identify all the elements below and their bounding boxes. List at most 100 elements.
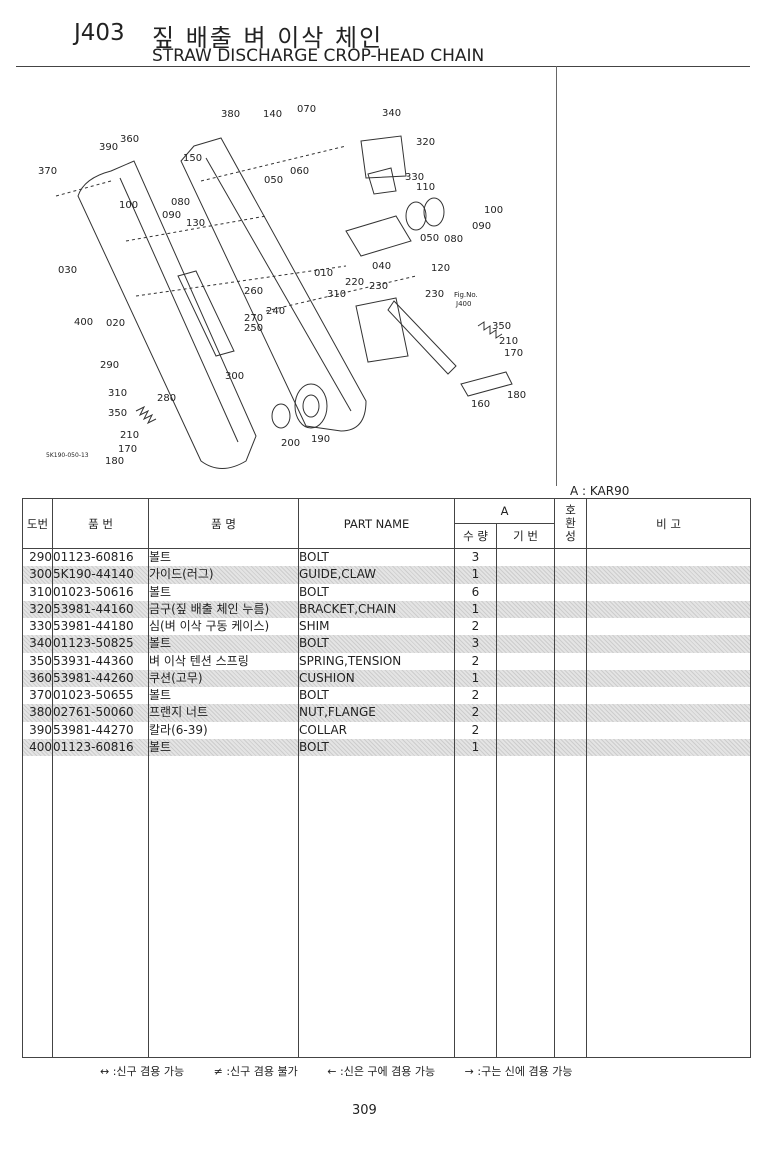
row-name-ko: 프랜지 너트 — [148, 704, 299, 722]
callout-label: 050 — [264, 175, 283, 186]
table-row: 310 01023-50616 볼트 BOLT 6 — [22, 583, 751, 601]
row-no: 330 — [22, 618, 53, 636]
callout-label: 170 — [118, 444, 137, 455]
title-korean: 짚 배출 벼 이삭 체인 — [152, 24, 384, 52]
row-part-no: 53981-44260 — [52, 669, 149, 687]
table-row: 320 53981-44160 금구(짚 배출 체인 누름) BRACKET,C… — [22, 600, 751, 618]
callout-label: 340 — [382, 108, 401, 119]
callout-label: 130 — [186, 218, 205, 229]
header-group-a: A — [454, 498, 555, 524]
callout-label: 290 — [100, 360, 119, 371]
callout-label: 210 — [120, 430, 139, 441]
row-qty: 6 — [454, 583, 497, 601]
row-qty: 2 — [454, 652, 497, 670]
row-part-no: 53981-44160 — [52, 600, 149, 618]
callout-label: 220 — [345, 277, 364, 288]
row-qty: 1 — [454, 738, 497, 756]
callout-label: 270 — [244, 313, 263, 324]
row-no: 400 — [22, 738, 53, 756]
legend-item: ≠ :신구 겸용 불가 — [213, 1065, 298, 1078]
callout-label: 080 — [171, 197, 190, 208]
row-part-no: 01123-60816 — [52, 738, 149, 756]
callout-label: 400 — [74, 317, 93, 328]
row-no: 320 — [22, 600, 53, 618]
callout-label: 180 — [105, 456, 124, 467]
row-qty: 2 — [454, 618, 497, 636]
row-name-en: NUT,FLANGE — [298, 704, 455, 722]
header-remark: 비 고 — [586, 498, 751, 549]
header-rule — [16, 66, 750, 67]
callout-label: 370 — [38, 166, 57, 177]
diagram-divider — [556, 66, 557, 486]
row-qty: 3 — [454, 548, 497, 567]
table-row: 360 53981-44260 쿠션(고무) CUSHION 1 — [22, 669, 751, 687]
row-name-ko: 심(벼 이삭 구동 케이스) — [148, 618, 299, 636]
callout-label: 180 — [507, 390, 526, 401]
row-qty: 2 — [454, 687, 497, 705]
column-a-legend: A : KAR90 — [570, 484, 630, 498]
header-qty: 수 량 — [454, 523, 497, 549]
callout-label: 060 — [290, 166, 309, 177]
table-row: 390 53981-44270 칼라(6-39) COLLAR 2 — [22, 721, 751, 739]
table-row: 330 53981-44180 심(벼 이삭 구동 케이스) SHIM 2 — [22, 618, 751, 636]
callout-label: 390 — [99, 142, 118, 153]
row-name-en: COLLAR — [298, 721, 455, 739]
row-name-ko: 볼트 — [148, 635, 299, 653]
table-row: 370 01023-50655 볼트 BOLT 2 — [22, 687, 751, 705]
diagram-callouts: 380 140 070 340 390 360 150 320 370 050 … — [38, 104, 526, 467]
row-name-en: BOLT — [298, 635, 455, 653]
row-part-no: 01023-50616 — [52, 583, 149, 601]
diagram-code: 5K190-050-13 — [46, 452, 89, 459]
row-part-no: 02761-50060 — [52, 704, 149, 722]
table-row: 300 5K190-44140 가이드(러그) GUIDE,CLAW 1 — [22, 566, 751, 584]
title-english: STRAW DISCHARGE CROP-HEAD CHAIN — [152, 46, 485, 66]
callout-label: Fig.No. — [454, 291, 478, 299]
table-row: 290 01123-60816 볼트 BOLT 3 — [22, 548, 751, 567]
row-no: 300 — [22, 566, 53, 584]
callout-label: 300 — [225, 371, 244, 382]
row-part-no: 5K190-44140 — [52, 566, 149, 584]
header-no: 도번 — [22, 498, 53, 549]
row-name-ko: 쿠션(고무) — [148, 669, 299, 687]
row-part-no: 01123-60816 — [52, 548, 149, 567]
callout-label: 280 — [157, 393, 176, 404]
row-name-ko: 금구(짚 배출 체인 누름) — [148, 600, 299, 618]
row-no: 370 — [22, 687, 53, 705]
callout-label: 070 — [297, 104, 316, 115]
callout-label: 100 — [484, 205, 503, 216]
callout-label: 170 — [504, 348, 523, 359]
callout-label: 160 — [471, 399, 490, 410]
callout-label: 310 — [327, 289, 346, 300]
callout-label: 030 — [58, 265, 77, 276]
row-no: 350 — [22, 652, 53, 670]
row-name-en: BOLT — [298, 548, 455, 567]
callout-label: 350 — [492, 321, 511, 332]
page-code: J403 — [74, 20, 125, 46]
row-name-ko: 볼트 — [148, 583, 299, 601]
callout-label: 230 — [369, 281, 388, 292]
callout-label: 330 — [405, 172, 424, 183]
row-name-ko: 볼트 — [148, 687, 299, 705]
row-qty: 1 — [454, 600, 497, 618]
callout-label: 040 — [372, 261, 391, 272]
callout-label: 350 — [108, 408, 127, 419]
row-part-no: 01023-50655 — [52, 687, 149, 705]
row-name-ko: 벼 이삭 텐션 스프링 — [148, 652, 299, 670]
compatibility-legend: ↔ :신구 겸용 가능 ≠ :신구 겸용 불가 ← :신은 구에 겸용 가능 →… — [100, 1063, 700, 1079]
header-name-en: PART NAME — [298, 498, 455, 549]
callout-label: 200 — [281, 438, 300, 449]
row-qty: 1 — [454, 566, 497, 584]
row-name-en: BOLT — [298, 583, 455, 601]
row-no: 310 — [22, 583, 53, 601]
callout-label: 190 — [311, 434, 330, 445]
callout-label: 150 — [183, 153, 202, 164]
parts-table: 도번 품 번 품 명 PART NAME A 호 환 성 비 고 수 량 기 번… — [22, 498, 751, 1058]
callout-label: 380 — [221, 109, 240, 120]
exploded-parts-diagram: 380 140 070 340 390 360 150 320 370 050 … — [38, 104, 526, 469]
row-name-en: BRACKET,CHAIN — [298, 600, 455, 618]
callout-label: 140 — [263, 109, 282, 120]
callout-label: 260 — [244, 286, 263, 297]
table-empty-area — [22, 756, 751, 1058]
callout-label: 210 — [499, 336, 518, 347]
callout-label: 020 — [106, 318, 125, 329]
